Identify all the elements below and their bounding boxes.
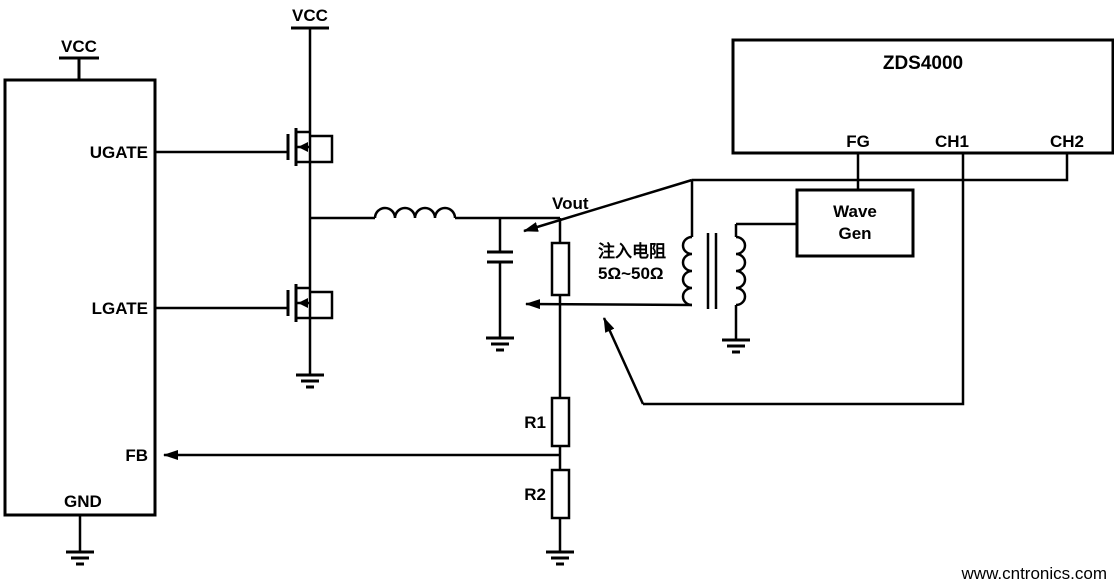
injection-bottom-arrow bbox=[525, 299, 693, 310]
ch2-probe-arrow bbox=[523, 178, 693, 233]
ch2-port-label: CH2 bbox=[1050, 132, 1084, 151]
vcc-left-label: VCC bbox=[61, 37, 97, 56]
inductor-symbol bbox=[373, 206, 457, 219]
ground-symbol bbox=[722, 338, 750, 354]
injection-resistor bbox=[550, 218, 571, 398]
ch1-port-label: CH1 bbox=[935, 132, 969, 151]
vcc-mid-label: VCC bbox=[292, 6, 328, 25]
ch2-probe-wire bbox=[523, 153, 1069, 233]
ground-symbol bbox=[296, 373, 324, 389]
ch1-probe-wire bbox=[602, 153, 965, 406]
ugate-pin-label: UGATE bbox=[90, 143, 148, 162]
oscilloscope-model-label: ZDS4000 bbox=[883, 53, 963, 74]
transformer-primary-coil bbox=[735, 235, 747, 307]
gnd-pin-label: GND bbox=[64, 492, 102, 511]
vout-label: Vout bbox=[552, 194, 589, 213]
transformer-symbol bbox=[681, 180, 747, 340]
watermark-text: www.cntronics.com bbox=[961, 564, 1107, 583]
oscilloscope-box bbox=[731, 38, 1114, 155]
r2-label: R2 bbox=[524, 485, 546, 504]
wave-gen-label-line2: Gen bbox=[838, 224, 871, 243]
upper-mosfet bbox=[155, 128, 334, 218]
ch1-probe-arrow bbox=[602, 317, 645, 405]
lower-mosfet bbox=[155, 218, 334, 375]
wave-gen-box bbox=[736, 188, 915, 258]
mosfet-body-arrow bbox=[298, 142, 308, 152]
injection-bottom-wire bbox=[525, 299, 693, 310]
fb-pin-label: FB bbox=[125, 446, 148, 465]
r2-resistor bbox=[550, 468, 571, 552]
injection-resistor-range: 5Ω~50Ω bbox=[598, 264, 664, 283]
lgate-pin-label: LGATE bbox=[92, 299, 148, 318]
vcc-left-rail bbox=[59, 56, 99, 80]
wave-gen-label-line1: Wave bbox=[833, 202, 877, 221]
ground-symbol bbox=[546, 550, 574, 566]
mosfet-body-arrow bbox=[298, 298, 308, 308]
injection-resistor-label: 注入电阻 bbox=[598, 241, 666, 261]
ground-symbol bbox=[486, 336, 514, 352]
ground-symbol bbox=[66, 550, 94, 566]
transformer-secondary-coil bbox=[681, 235, 693, 307]
fg-port-label: FG bbox=[846, 132, 870, 151]
switch-node-wire bbox=[310, 206, 560, 220]
r1-resistor bbox=[550, 396, 571, 470]
output-capacitor bbox=[487, 218, 513, 338]
r1-label: R1 bbox=[524, 413, 546, 432]
